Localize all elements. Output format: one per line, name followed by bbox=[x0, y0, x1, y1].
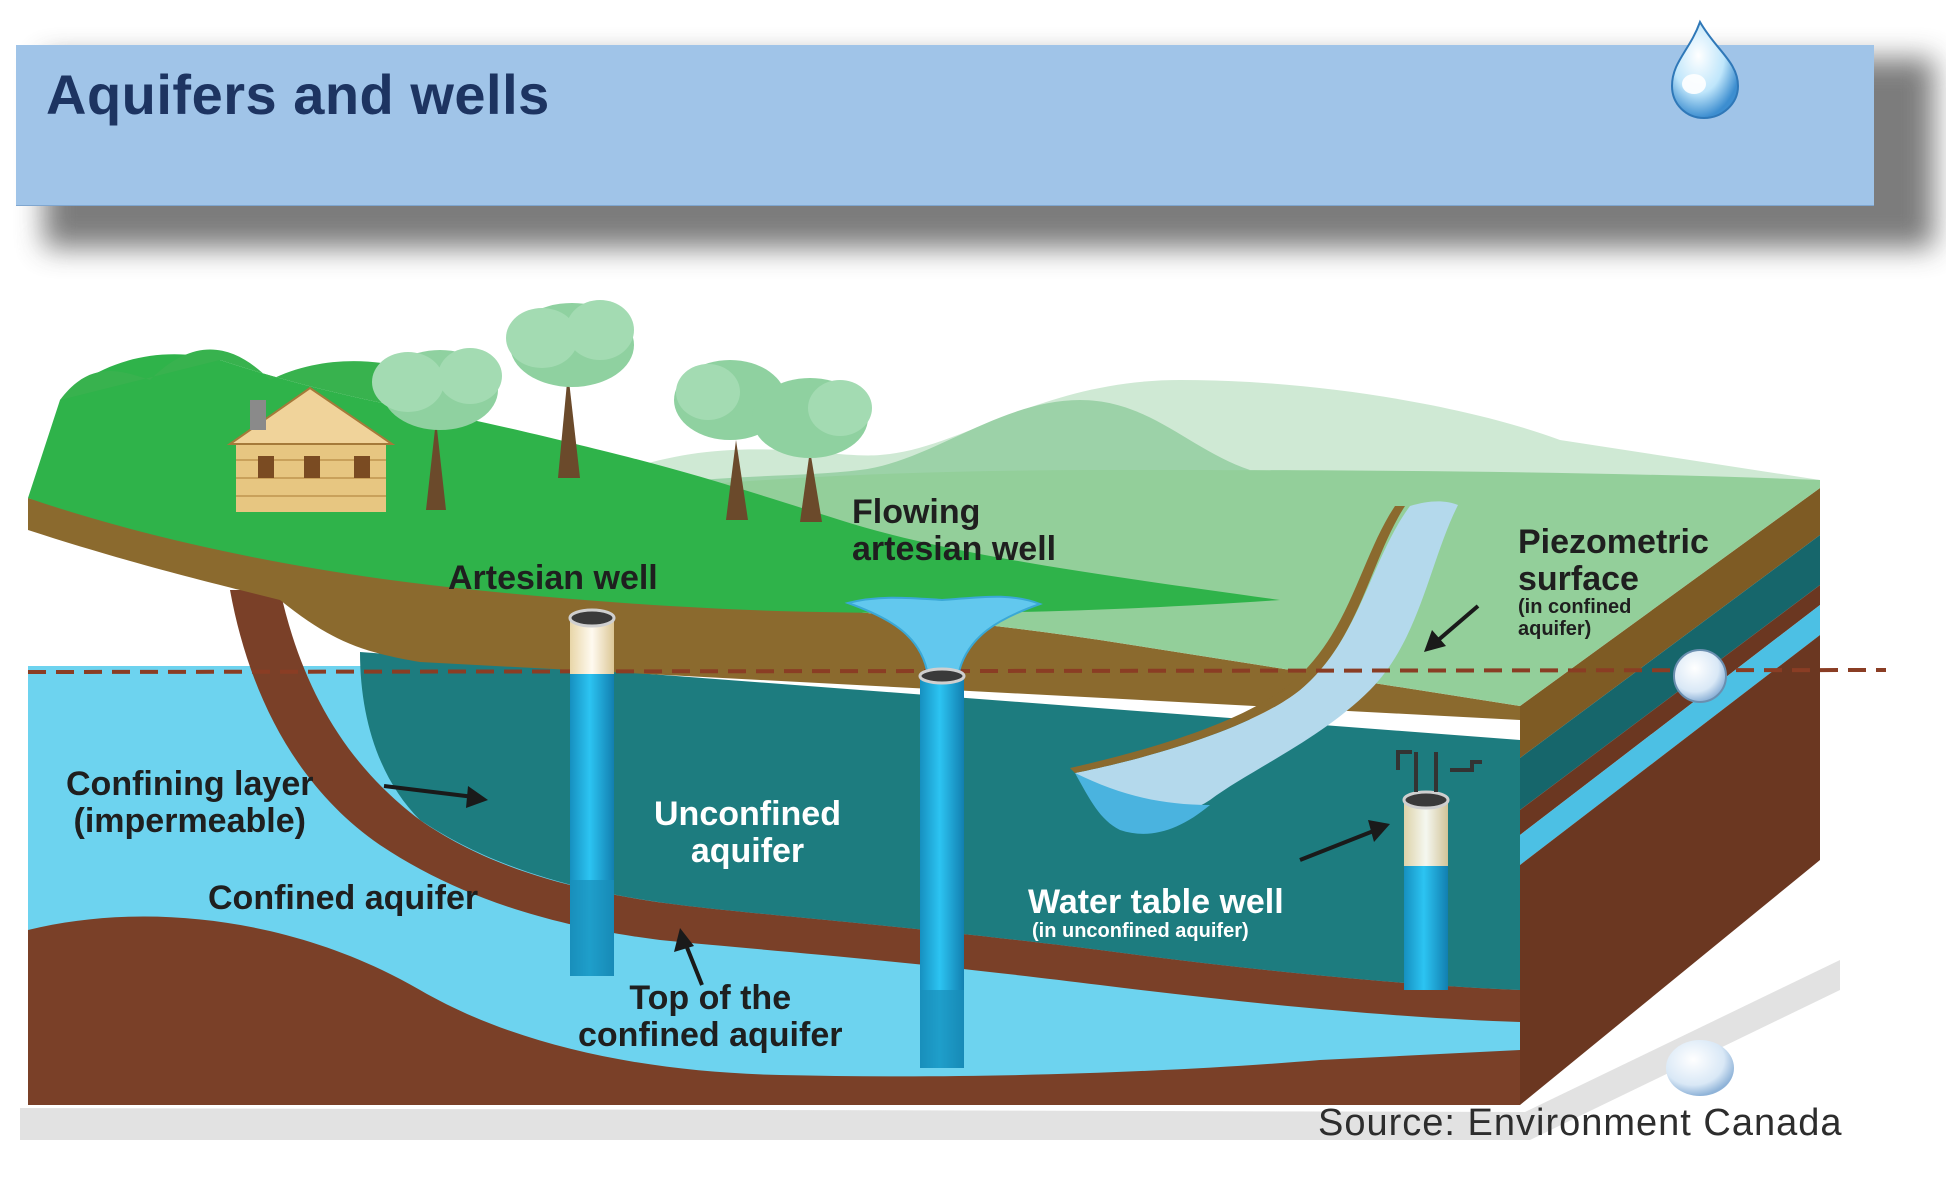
label-confining-line2: (impermeable) bbox=[73, 801, 306, 840]
artesian-well bbox=[568, 608, 616, 976]
label-confining-line1: Confining layer bbox=[66, 765, 314, 803]
trees bbox=[372, 300, 872, 522]
river bbox=[1075, 501, 1458, 814]
label-arrows bbox=[383, 604, 1480, 986]
block-side-base bbox=[1520, 635, 1820, 1105]
bubble-icon bbox=[1673, 649, 1727, 703]
water-table-well bbox=[1396, 750, 1482, 990]
hill-left bbox=[60, 349, 440, 410]
block-shadow bbox=[20, 960, 1840, 1140]
title-banner bbox=[16, 45, 1874, 206]
block-side-soil bbox=[1520, 488, 1820, 758]
label-confining-layer: Confining layer (impermeable) bbox=[66, 766, 313, 839]
page-title: Aquifers and wells bbox=[46, 63, 550, 126]
bedrock bbox=[28, 916, 1520, 1105]
label-piezometric-note2: aquifer) bbox=[1518, 618, 1592, 641]
river-channel bbox=[1075, 773, 1210, 834]
label-piezometric-line1: Piezometric bbox=[1518, 523, 1709, 561]
confining-layer bbox=[230, 590, 1520, 1022]
label-water-table-line: Water table well bbox=[1028, 883, 1284, 921]
label-water-table-note: (in unconfined aquifer) bbox=[1032, 919, 1249, 942]
label-flowing-line1: Flowing bbox=[852, 493, 981, 531]
label-unconfined-line2: aquifer bbox=[690, 831, 805, 870]
source-credit: Source: Environment Canada bbox=[1318, 1102, 1843, 1144]
block-side-confining bbox=[1520, 585, 1820, 835]
label-flowing-line2: artesian well bbox=[852, 529, 1057, 568]
house bbox=[226, 386, 396, 512]
flowing-artesian-well bbox=[844, 595, 1043, 1068]
label-piezometric-surface: Piezometric surface (in confined aquifer… bbox=[1518, 524, 1709, 641]
label-piezometric-line2: surface bbox=[1518, 559, 1639, 598]
bubble-icon-bottom bbox=[1666, 1040, 1734, 1096]
label-flowing-artesian-well: Flowing artesian well bbox=[852, 494, 1056, 567]
water-drop-icon bbox=[1670, 19, 1740, 120]
label-piezometric-note1: (in confined bbox=[1518, 596, 1632, 619]
label-top-line1: Top of the bbox=[629, 979, 792, 1017]
label-top-confined-aquifer: Top of the confined aquifer bbox=[578, 980, 842, 1053]
river-bank bbox=[1070, 506, 1405, 773]
label-unconfined-aquifer: Unconfined aquifer bbox=[654, 796, 841, 869]
label-unconfined-line1: Unconfined bbox=[654, 795, 841, 833]
label-artesian-well: Artesian well bbox=[448, 559, 658, 597]
block-side-unconfined bbox=[1520, 535, 1820, 810]
label-water-table-well: Water table well (in unconfined aquifer) bbox=[1028, 884, 1284, 942]
label-confined-aquifer: Confined aquifer bbox=[208, 879, 479, 917]
label-top-line2: confined aquifer bbox=[578, 1015, 843, 1054]
